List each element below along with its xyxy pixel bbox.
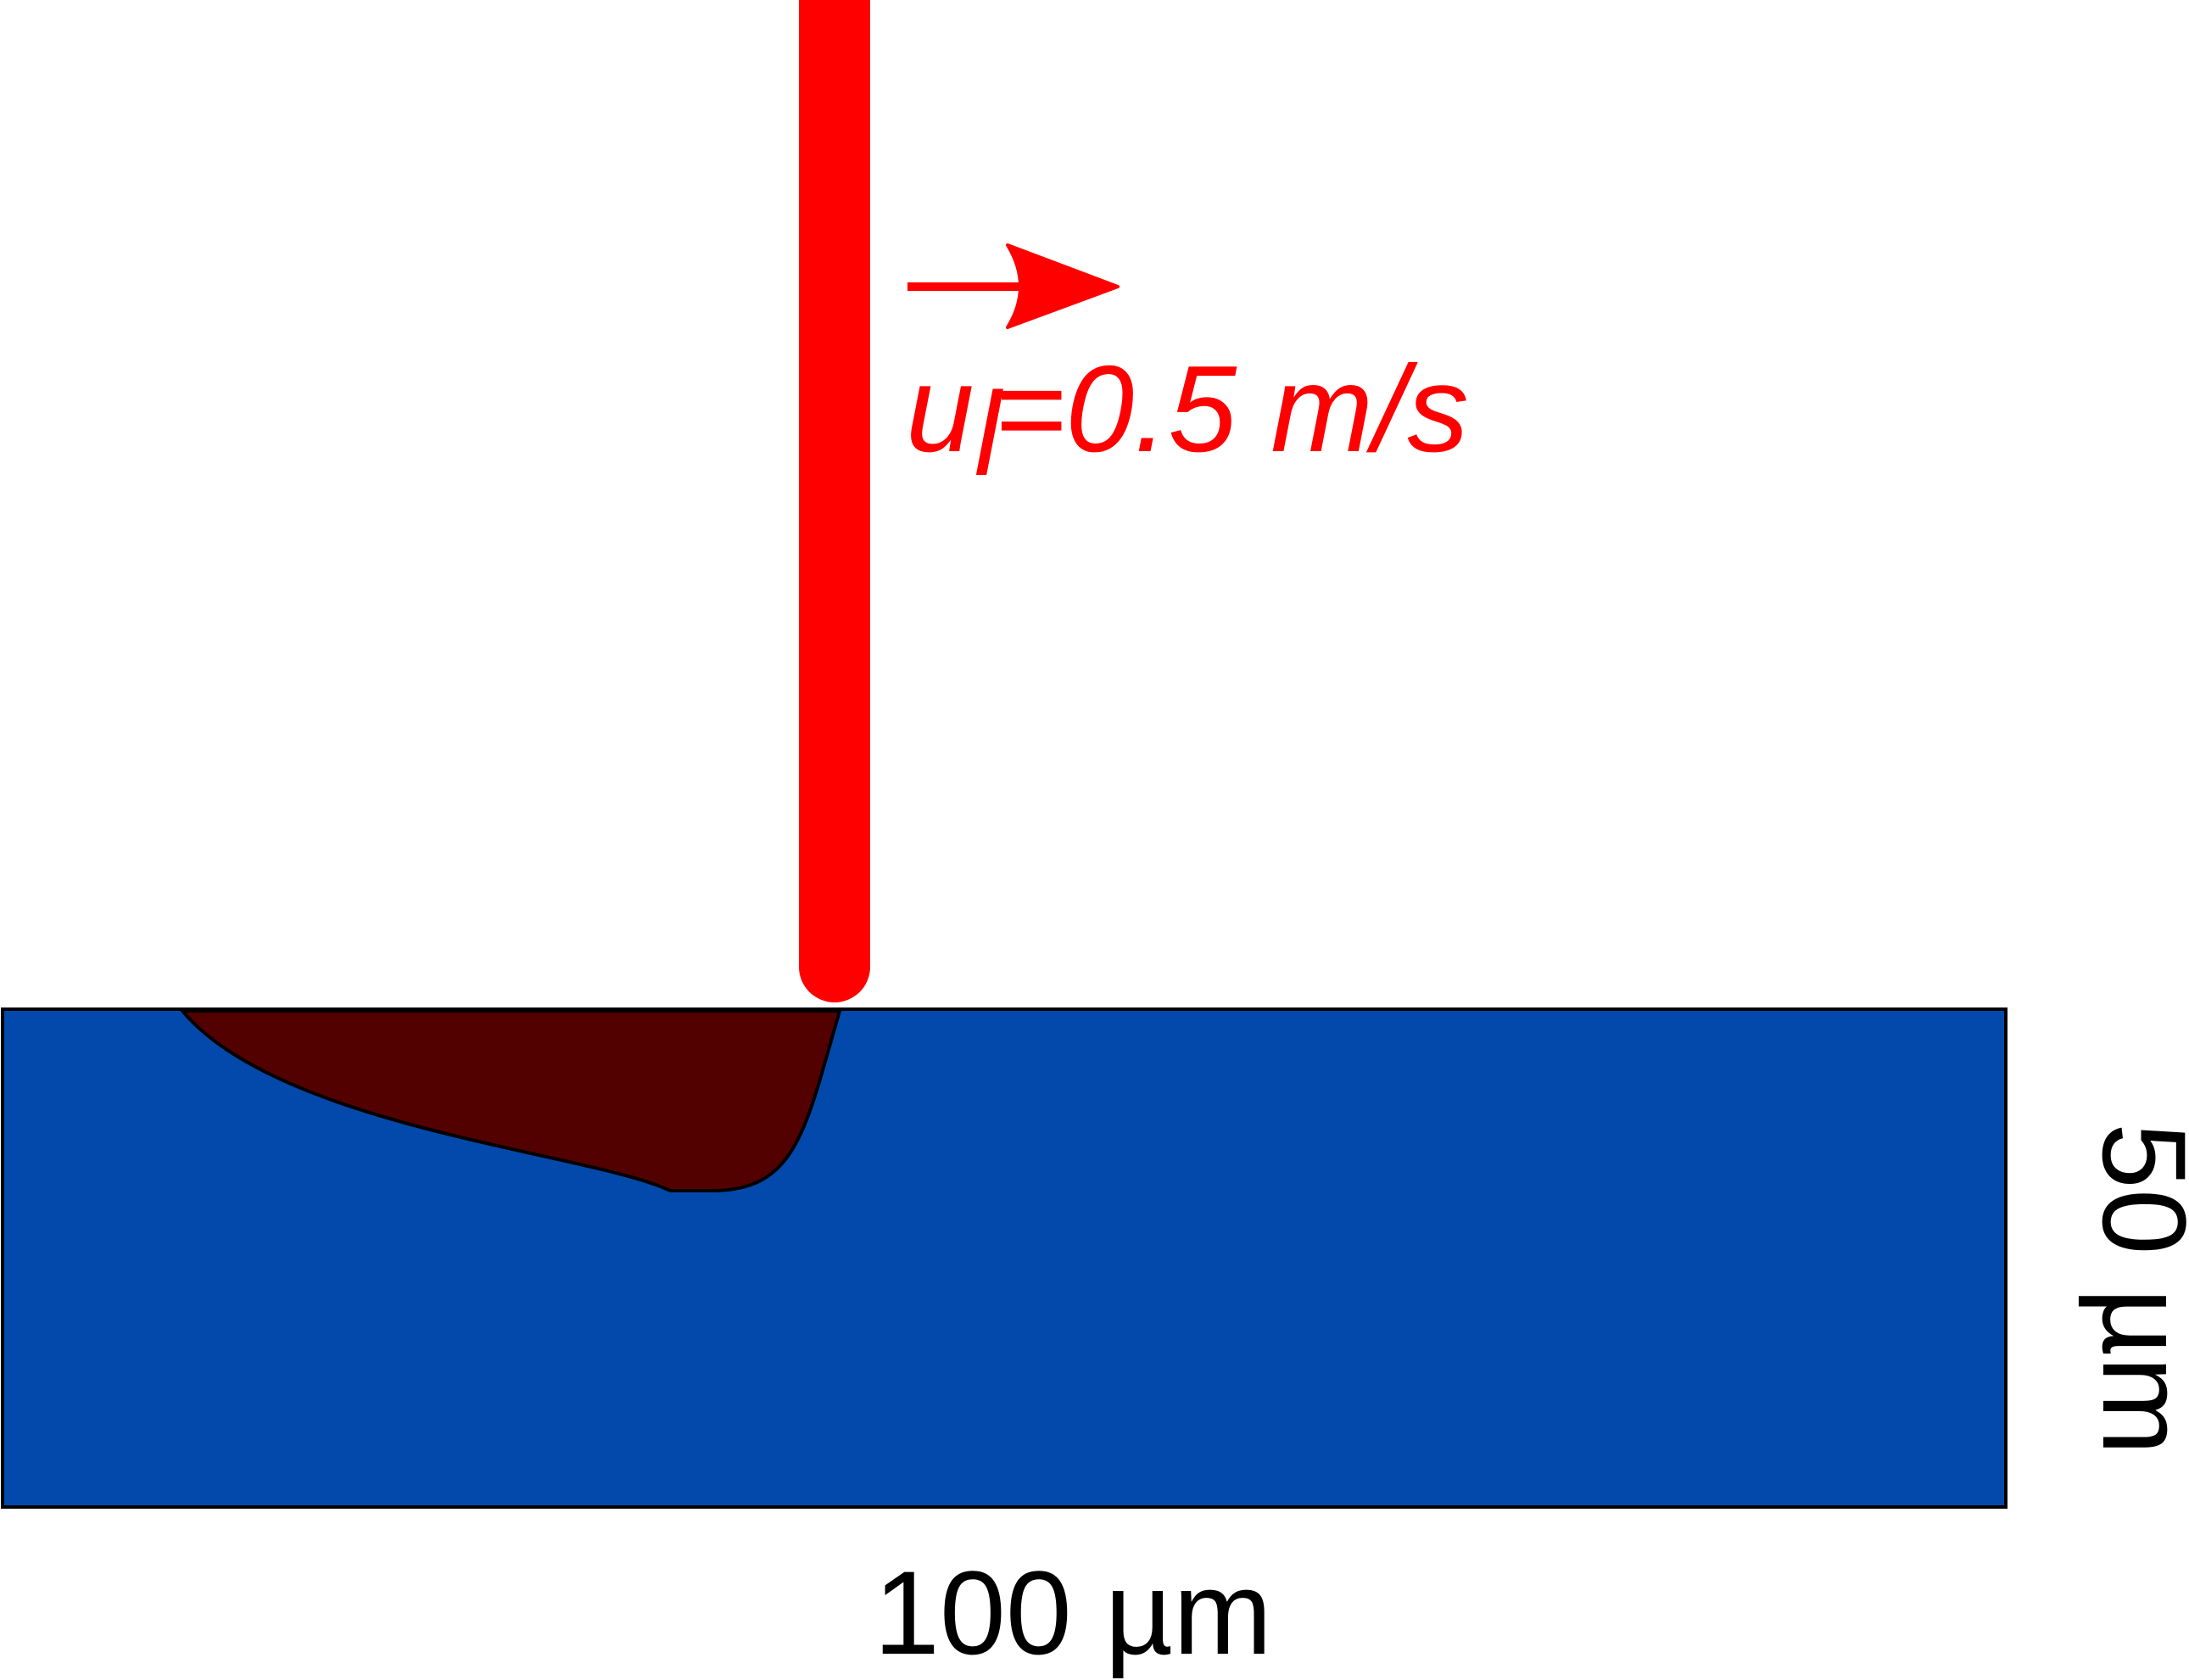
velocity-value: =0.5 m/s [994,340,1469,477]
width-dimension-label: 100 µm [874,1546,1272,1679]
laser-beam-tip [799,931,870,1002]
velocity-label: ul=0.5 m/s [906,340,1469,500]
melt-pool [181,1009,841,1192]
height-dimension-label: 50 µm [2078,1123,2189,1455]
velocity-arrow-icon [907,243,1120,329]
velocity-symbol: u [906,340,974,477]
velocity-subscript: l [974,367,1004,500]
